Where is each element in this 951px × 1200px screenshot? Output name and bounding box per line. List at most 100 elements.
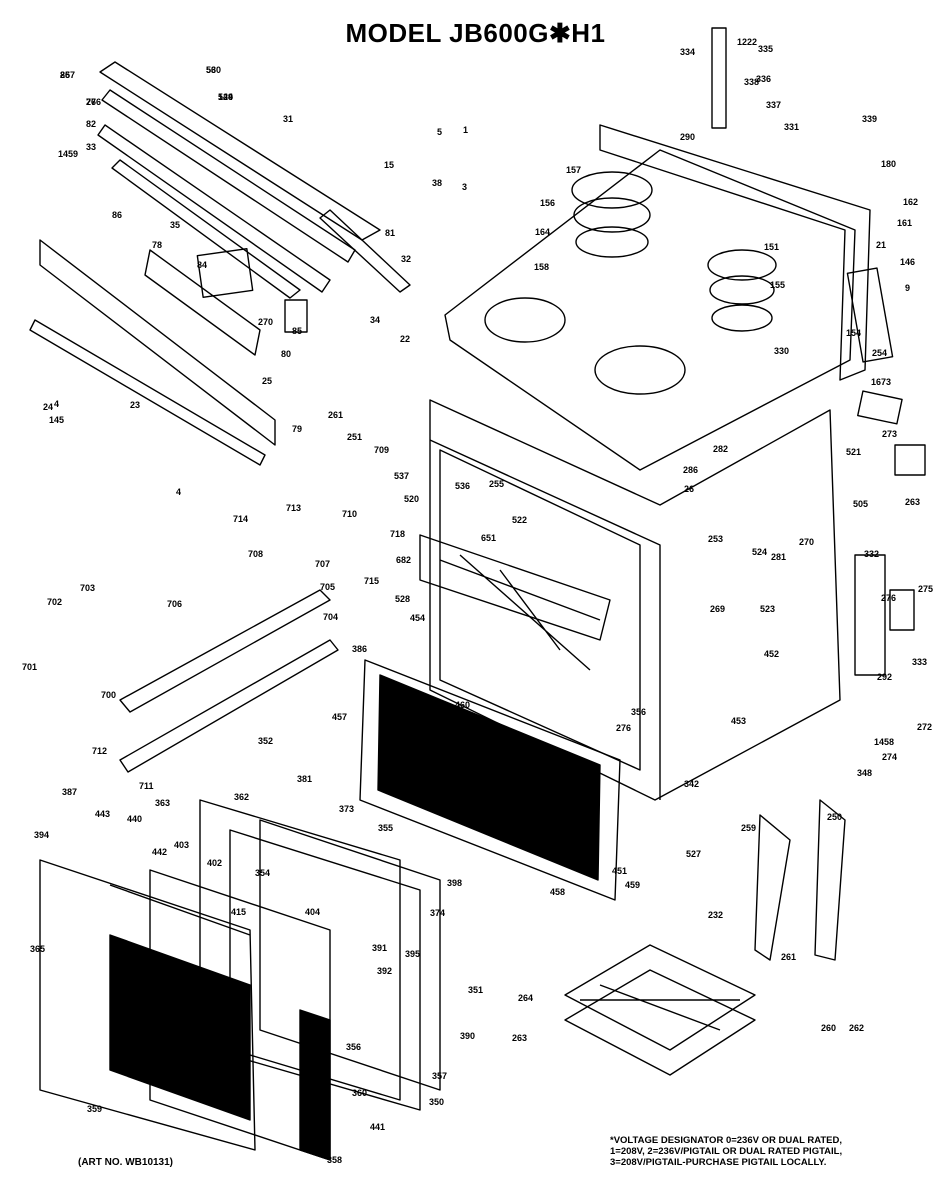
part-number-label: 404 bbox=[305, 907, 320, 917]
part-number-label: 144 bbox=[218, 92, 233, 102]
side-components bbox=[754, 267, 926, 961]
part-number-label: 530 bbox=[206, 65, 221, 75]
part-number-label: 272 bbox=[917, 722, 932, 732]
part-number-label: 453 bbox=[731, 716, 746, 726]
part-number-label: 356 bbox=[346, 1042, 361, 1052]
part-number-label: 390 bbox=[460, 1031, 475, 1041]
part-number-label: 151 bbox=[764, 242, 779, 252]
control-panel bbox=[29, 239, 308, 466]
part-number-label: 22 bbox=[400, 334, 410, 344]
part-number-label: 522 bbox=[512, 515, 527, 525]
part-number-label: 651 bbox=[481, 533, 496, 543]
part-number-label: 85 bbox=[60, 70, 70, 80]
part-number-label: 1673 bbox=[871, 377, 891, 387]
oven-door bbox=[39, 799, 441, 1161]
part-number-label: 703 bbox=[80, 583, 95, 593]
part-number-label: 505 bbox=[853, 499, 868, 509]
part-number-label: 25 bbox=[262, 376, 272, 386]
part-number-label: 350 bbox=[429, 1097, 444, 1107]
part-number-label: 276 bbox=[616, 723, 631, 733]
backsplash bbox=[599, 27, 871, 381]
part-number-label: 1222 bbox=[737, 37, 757, 47]
part-number-label: 403 bbox=[174, 840, 189, 850]
part-number-label: 520 bbox=[404, 494, 419, 504]
part-number-label: 333 bbox=[912, 657, 927, 667]
part-number-label: 261 bbox=[328, 410, 343, 420]
part-number-label: 275 bbox=[918, 584, 933, 594]
part-number-label: 164 bbox=[535, 227, 550, 237]
part-number-label: 359 bbox=[87, 1104, 102, 1114]
part-number-label: 4 bbox=[54, 399, 59, 409]
part-number-label: 286 bbox=[683, 465, 698, 475]
part-number-label: 145 bbox=[49, 415, 64, 425]
part-number-label: 442 bbox=[152, 847, 167, 857]
part-number-label: 266 bbox=[86, 97, 101, 107]
part-number-label: 38 bbox=[432, 178, 442, 188]
part-number-label: 710 bbox=[342, 509, 357, 519]
part-number-label: 86 bbox=[112, 210, 122, 220]
part-number-label: 270 bbox=[799, 537, 814, 547]
part-number-label: 527 bbox=[686, 849, 701, 859]
part-number-label: 56 bbox=[206, 65, 216, 75]
part-number-label: 262 bbox=[849, 1023, 864, 1033]
page-title: MODEL JB600G✱H1 bbox=[345, 18, 606, 48]
backguard-trim bbox=[97, 61, 411, 299]
part-number-label: 288 bbox=[583, 784, 598, 794]
part-number-label: 440 bbox=[127, 814, 142, 824]
part-number-label: 391 bbox=[372, 943, 387, 953]
part-number-label: 156 bbox=[540, 198, 555, 208]
part-number-label: 338 bbox=[744, 77, 759, 87]
part-number-label: 457 bbox=[332, 712, 347, 722]
part-number-label: 394 bbox=[34, 830, 49, 840]
part-number-label: 263 bbox=[905, 497, 920, 507]
part-number-label: 259 bbox=[741, 823, 756, 833]
part-number-label: 251 bbox=[347, 432, 362, 442]
part-number-label: 330 bbox=[774, 346, 789, 356]
part-number-label: 269 bbox=[710, 604, 725, 614]
part-number-label: 373 bbox=[339, 804, 354, 814]
part-number-label: 260 bbox=[821, 1023, 836, 1033]
range-body bbox=[419, 399, 841, 801]
part-number-label: 718 bbox=[390, 529, 405, 539]
part-number-label: 398 bbox=[447, 878, 462, 888]
part-number-label: 267 bbox=[60, 70, 75, 80]
part-number-label: 381 bbox=[297, 774, 312, 784]
part-number-label: 35 bbox=[170, 220, 180, 230]
part-number-label: 281 bbox=[771, 552, 786, 562]
part-number-label: 15 bbox=[384, 160, 394, 170]
part-number-label: 714 bbox=[233, 514, 248, 524]
drawer-slides bbox=[119, 589, 339, 773]
part-number-label: 342 bbox=[684, 779, 699, 789]
part-number-label: 704 bbox=[323, 612, 338, 622]
part-number-label: 332 bbox=[864, 549, 879, 559]
part-number-label: 536 bbox=[455, 481, 470, 491]
part-number-label: 524 bbox=[752, 547, 767, 557]
part-number-label: 454 bbox=[410, 613, 425, 623]
part-number-label: 157 bbox=[566, 165, 581, 175]
part-number-label: 1 bbox=[463, 125, 468, 135]
part-number-label: 387 bbox=[62, 787, 77, 797]
part-number-label: 158 bbox=[534, 262, 549, 272]
part-number-label: 458 bbox=[550, 887, 565, 897]
part-number-label: 700 bbox=[101, 690, 116, 700]
part-number-label: 415 bbox=[231, 907, 246, 917]
part-number-label: 1458 bbox=[874, 737, 894, 747]
part-number-label: 339 bbox=[862, 114, 877, 124]
part-number-label: 709 bbox=[374, 445, 389, 455]
voltage-footnote: *VOLTAGE DESIGNATOR 0=236V OR DUAL RATED… bbox=[610, 1135, 945, 1168]
part-number-label: 26 bbox=[684, 484, 694, 494]
part-number-label: 701 bbox=[22, 662, 37, 672]
part-number-label: 84 bbox=[197, 260, 207, 270]
part-number-label: 363 bbox=[155, 798, 170, 808]
part-number-label: 351 bbox=[468, 985, 483, 995]
part-number-label: 77 bbox=[86, 97, 96, 107]
part-number-label: 79 bbox=[292, 424, 302, 434]
part-number-label: 360 bbox=[352, 1088, 367, 1098]
part-number-label: 702 bbox=[47, 597, 62, 607]
part-number-label: 335 bbox=[758, 44, 773, 54]
part-number-label: 162 bbox=[903, 197, 918, 207]
part-number-label: 521 bbox=[846, 447, 861, 457]
part-number-label: 352 bbox=[258, 736, 273, 746]
part-number-label: 290 bbox=[680, 132, 695, 142]
part-number-label: 392 bbox=[377, 966, 392, 976]
